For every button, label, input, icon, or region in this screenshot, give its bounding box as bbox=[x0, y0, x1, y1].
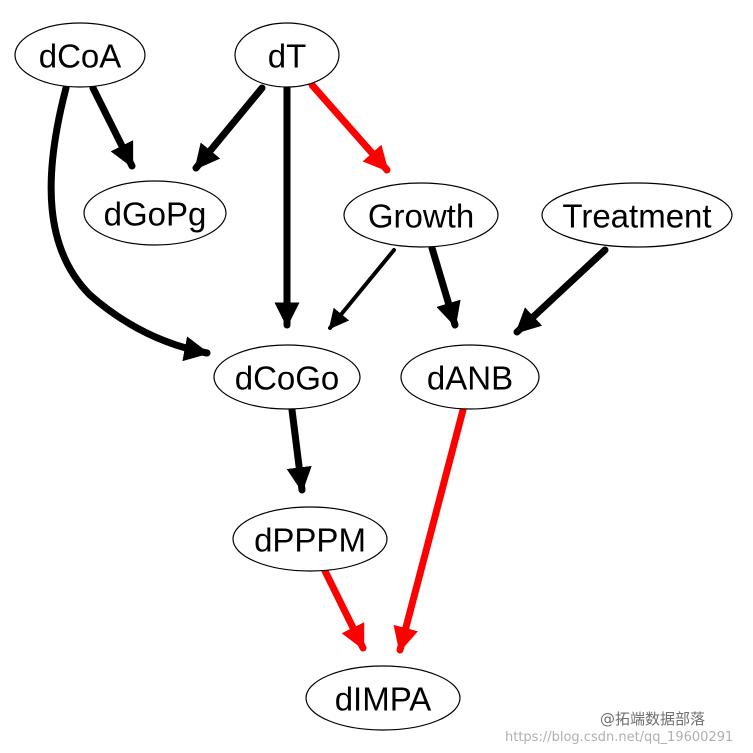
edges-layer bbox=[47, 81, 609, 654]
node-label-dPPPM: dPPPM bbox=[254, 522, 366, 559]
node-label-Treatment: Treatment bbox=[562, 198, 711, 235]
edge-Treatment-to-dANB bbox=[513, 246, 609, 336]
edge-dPPPM-to-dIMPA bbox=[321, 567, 367, 652]
node-dT: dT bbox=[234, 22, 340, 88]
edge-dT-to-Growth bbox=[308, 81, 391, 174]
node-dGoPg: dGoPg bbox=[83, 180, 227, 246]
node-label-dT: dT bbox=[268, 38, 307, 75]
node-dIMPA: dIMPA bbox=[305, 665, 461, 731]
edge-dCoA-to-dGoPg bbox=[89, 84, 136, 170]
edge-dT-to-dGoPg bbox=[192, 84, 266, 172]
node-dANB: dANB bbox=[400, 344, 540, 410]
node-label-dIMPA: dIMPA bbox=[335, 681, 432, 718]
watermark-handle: @拓端数据部落 bbox=[600, 710, 705, 728]
node-dPPPM: dPPPM bbox=[232, 506, 388, 572]
node-Growth: Growth bbox=[343, 182, 499, 248]
node-dCoGo: dCoGo bbox=[213, 344, 361, 410]
node-Treatment: Treatment bbox=[541, 182, 733, 248]
watermark-url: https://blog.csdn.net/qq_19600291 bbox=[505, 730, 733, 745]
edge-Growth-to-dANB bbox=[428, 244, 461, 329]
edge-dCoA-to-dCoGo bbox=[47, 84, 211, 362]
node-label-Growth: Growth bbox=[368, 198, 474, 235]
node-label-dGoPg: dGoPg bbox=[104, 196, 207, 233]
node-dCoA: dCoA bbox=[14, 22, 146, 88]
watermark: @拓端数据部落 https://blog.csdn.net/qq_1960029… bbox=[505, 710, 733, 745]
node-label-dCoGo: dCoGo bbox=[235, 360, 340, 397]
edge-Growth-to-dCoGo bbox=[328, 248, 396, 330]
nodes-layer: dCoA dT dGoPg Growth Treatment dCoGo dAN… bbox=[14, 22, 733, 731]
node-label-dCoA: dCoA bbox=[39, 38, 122, 75]
edge-dCoGo-to-dPPPM bbox=[286, 406, 312, 494]
edge-dANB-to-dIMPA bbox=[393, 406, 467, 654]
node-label-dANB: dANB bbox=[427, 360, 513, 397]
